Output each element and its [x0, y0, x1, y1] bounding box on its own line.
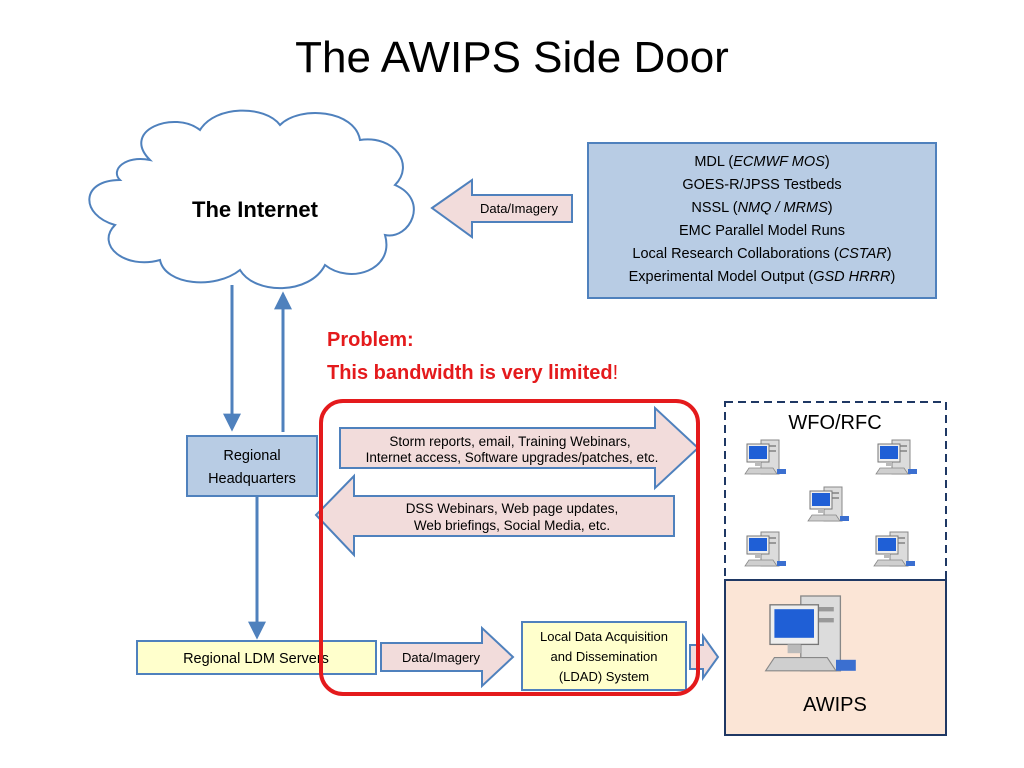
ldad-to-awips-arrow	[689, 632, 720, 682]
inbound-services-line-2: Web briefings, Social Media, etc.	[414, 518, 610, 533]
awips-label: AWIPS	[803, 694, 867, 716]
ldad-label-1: Local Data Acquisition	[540, 629, 668, 644]
regional-ldm-servers-box	[136, 640, 377, 675]
regional-ldm-servers-label: Regional LDM Servers	[183, 651, 329, 667]
data-imagery-arrow-bottom	[380, 625, 515, 689]
data-imagery-label-top: Data/Imagery	[480, 201, 559, 216]
internet-label: The Internet	[192, 197, 319, 222]
awips-computer-icon	[764, 595, 856, 672]
data-imagery-arrow-top	[430, 178, 573, 239]
data-sources-box	[587, 142, 937, 299]
wfo-rfc-label: WFO/RFC	[788, 412, 881, 434]
internet-cloud	[88, 109, 415, 290]
outbound-services-line-2: Internet access, Software upgrades/patch…	[366, 450, 659, 465]
outbound-services-arrow	[339, 405, 700, 491]
regional-hq-label-1: Regional	[223, 448, 280, 464]
source-line-5: Local Research Collaborations (CSTAR)	[632, 246, 891, 262]
source-line-4: EMC Parallel Model Runs	[679, 223, 845, 239]
source-line-3: NSSL (NMQ / MRMS)	[691, 200, 832, 216]
regional-hq-label-2: Headquarters	[208, 471, 296, 487]
source-line-6: Experimental Model Output (GSD HRRR)	[629, 269, 896, 285]
bandwidth-problem-highlight	[319, 399, 700, 696]
page-title: The AWIPS Side Door	[295, 33, 729, 82]
ldad-label-2: and Dissemination	[551, 649, 658, 664]
data-sources-list: MDL (ECMWF MOS) GOES-R/JPSS Testbeds NSS…	[629, 154, 896, 285]
source-line-2: GOES-R/JPSS Testbeds	[682, 177, 841, 193]
problem-statement: This bandwidth is very limited!	[327, 362, 618, 384]
source-line-1: MDL (ECMWF MOS)	[694, 154, 829, 170]
inbound-services-arrow	[314, 473, 675, 558]
ldad-label-3: (LDAD) System	[559, 669, 649, 684]
regional-hq-box	[186, 435, 318, 497]
data-imagery-label-bottom: Data/Imagery	[402, 650, 481, 665]
outbound-services-line-1: Storm reports, email, Training Webinars,	[389, 434, 630, 449]
inbound-services-line-1: DSS Webinars, Web page updates,	[406, 501, 619, 516]
problem-heading: Problem:	[327, 329, 414, 351]
ldad-box	[521, 621, 687, 691]
